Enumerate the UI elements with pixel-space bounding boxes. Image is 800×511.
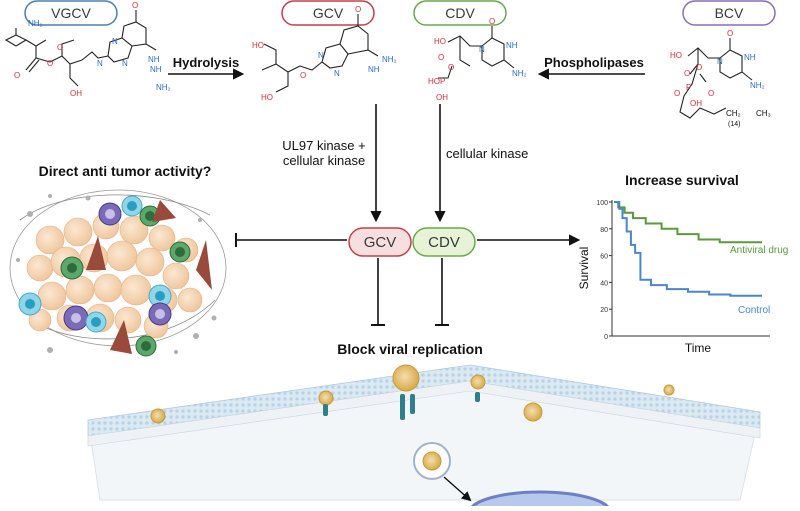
svg-text:O: O bbox=[355, 5, 361, 14]
gcv-activation-arrow: UL97 kinase + cellular kinase bbox=[282, 104, 382, 223]
svg-text:N: N bbox=[122, 59, 128, 68]
svg-text:N: N bbox=[97, 59, 103, 68]
replication-inhibition-lines bbox=[371, 258, 449, 326]
svg-text:NH: NH bbox=[744, 53, 756, 62]
svg-text:NH₂: NH₂ bbox=[28, 19, 43, 28]
svg-text:O: O bbox=[47, 59, 53, 68]
svg-text:NH: NH bbox=[148, 55, 160, 64]
svg-text:O: O bbox=[300, 71, 306, 80]
svg-text:P: P bbox=[440, 77, 445, 86]
hydrolysis-arrow: Hydrolysis bbox=[168, 55, 245, 80]
svg-text:NH₂: NH₂ bbox=[512, 69, 527, 78]
svg-text:cellular kinase: cellular kinase bbox=[446, 146, 528, 161]
gcv-label: GCV bbox=[281, 0, 375, 26]
svg-text:HO: HO bbox=[670, 51, 682, 60]
svg-text:cellular kinase: cellular kinase bbox=[283, 153, 365, 168]
svg-text:NH: NH bbox=[506, 41, 518, 50]
y-tick-label: 20 bbox=[600, 307, 608, 314]
svg-text:O: O bbox=[132, 1, 138, 10]
cell-membrane bbox=[87, 364, 761, 501]
y-tick-label: 60 bbox=[600, 254, 608, 261]
phospholipases-arrow: Phospholipases bbox=[537, 55, 645, 80]
svg-text:BCV: BCV bbox=[715, 5, 744, 21]
svg-text:O: O bbox=[708, 89, 714, 98]
svg-text:NH₂: NH₂ bbox=[382, 55, 397, 64]
vgcv-label: VGCV bbox=[24, 0, 118, 26]
tumor-question-label: Direct anti tumor activity? bbox=[39, 163, 212, 179]
svg-text:CH₂: CH₂ bbox=[726, 109, 741, 118]
legend-antiviral: Antiviral drug bbox=[730, 245, 788, 256]
svg-text:HO: HO bbox=[428, 77, 440, 86]
svg-text:Phospholipases: Phospholipases bbox=[544, 55, 644, 70]
svg-text:N: N bbox=[112, 37, 118, 46]
svg-text:O: O bbox=[448, 63, 454, 72]
gcv-structure bbox=[261, 14, 379, 93]
series-line-control bbox=[614, 201, 762, 297]
svg-text:NH: NH bbox=[150, 65, 162, 74]
svg-text:P: P bbox=[686, 83, 691, 92]
receptors bbox=[323, 392, 480, 420]
cdv-structure bbox=[438, 26, 515, 79]
cdv-label: CDV bbox=[413, 0, 507, 26]
svg-text:CDV: CDV bbox=[428, 234, 460, 251]
bcv-atoms: HO O P O O OH O N NH O NH₂ CH₂ CH₃ (14) bbox=[670, 29, 771, 128]
svg-text:CDV: CDV bbox=[445, 5, 475, 21]
svg-text:NH₂: NH₂ bbox=[750, 81, 765, 90]
vgcv-structure bbox=[4, 10, 157, 87]
svg-text:HO: HO bbox=[252, 41, 264, 50]
svg-text:HO: HO bbox=[261, 93, 273, 102]
gcv-active-pill: GCV bbox=[348, 227, 412, 257]
series-line-antiviral-drug bbox=[614, 201, 762, 244]
bcv-label: BCV bbox=[682, 0, 776, 26]
endosome bbox=[413, 442, 472, 502]
svg-text:O: O bbox=[727, 29, 733, 38]
svg-text:(14): (14) bbox=[728, 121, 740, 128]
svg-text:N: N bbox=[479, 45, 485, 54]
svg-text:O: O bbox=[696, 63, 702, 72]
y-tick-label: 80 bbox=[600, 227, 608, 234]
svg-text:VGCV: VGCV bbox=[51, 5, 91, 21]
svg-text:N: N bbox=[318, 51, 324, 60]
y-tick-label: 100 bbox=[596, 200, 608, 207]
cdv-atoms: HO O O HO P OH N NH O NH₂ bbox=[428, 17, 527, 102]
y-tick-label: 0 bbox=[604, 334, 608, 341]
svg-text:O: O bbox=[684, 69, 690, 78]
svg-text:N: N bbox=[334, 69, 340, 78]
svg-text:O: O bbox=[14, 71, 20, 80]
y-tick-label: 40 bbox=[600, 280, 608, 287]
svg-text:N: N bbox=[717, 57, 723, 66]
svg-text:O: O bbox=[674, 89, 680, 98]
cdv-activation-arrow: cellular kinase bbox=[434, 104, 528, 223]
svg-text:OH: OH bbox=[690, 99, 702, 108]
tumor-inhibition-line bbox=[235, 233, 347, 247]
svg-text:NH₂: NH₂ bbox=[156, 83, 171, 92]
svg-text:O: O bbox=[489, 17, 495, 26]
gcv-atoms: HO HO O N N NH O NH₂ bbox=[252, 5, 397, 102]
tumor-illustration bbox=[9, 189, 227, 357]
svg-text:O: O bbox=[57, 43, 63, 52]
legend-control: Control bbox=[738, 305, 770, 316]
x-axis-label: Time bbox=[685, 341, 712, 355]
block-replication-label: Block viral replication bbox=[337, 341, 483, 357]
svg-text:GCV: GCV bbox=[313, 5, 344, 21]
virus-particles bbox=[150, 364, 675, 424]
svg-text:CH₃: CH₃ bbox=[756, 109, 771, 118]
cdv-active-pill: CDV bbox=[412, 227, 476, 257]
survival-title: Increase survival bbox=[625, 172, 739, 188]
svg-text:NH: NH bbox=[368, 65, 380, 74]
svg-text:O: O bbox=[438, 53, 444, 62]
bcv-structure bbox=[679, 38, 753, 119]
svg-text:OH: OH bbox=[436, 93, 448, 102]
svg-text:Hydrolysis: Hydrolysis bbox=[173, 55, 239, 70]
vgcv-atoms: NH₂ O O O OH N N N NH NH O NH₂ bbox=[14, 1, 171, 98]
y-axis-label: Survival bbox=[577, 247, 591, 290]
svg-text:UL97 kinase +: UL97 kinase + bbox=[282, 138, 365, 153]
svg-text:OH: OH bbox=[70, 89, 82, 98]
survival-chart: 0 20 40 60 80 100 Survival Time Antiviral dru… bbox=[577, 200, 788, 355]
svg-text:GCV: GCV bbox=[364, 234, 397, 251]
svg-text:HO: HO bbox=[434, 37, 446, 46]
